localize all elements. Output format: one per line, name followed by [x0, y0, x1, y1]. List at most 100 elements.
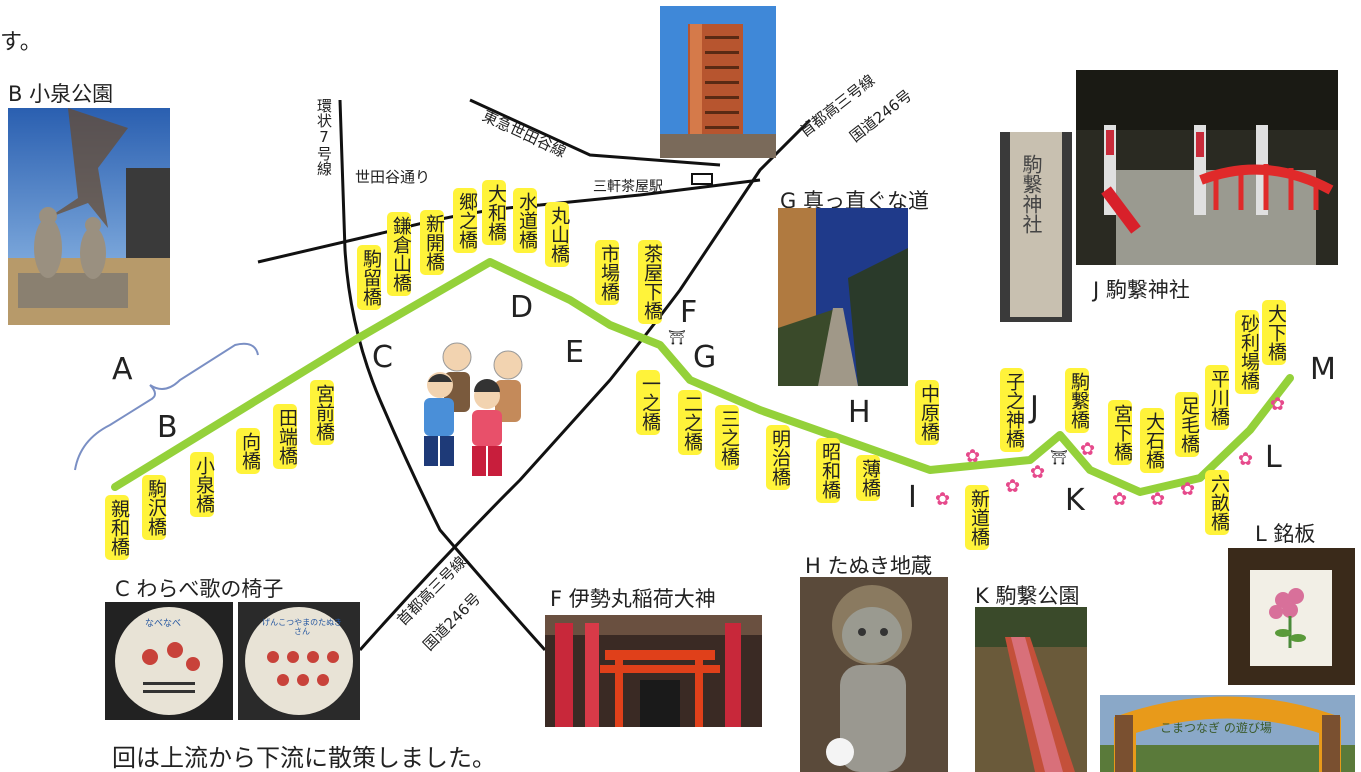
- chair-title: げんこつやまのたぬきさん: [262, 618, 342, 636]
- photo-komatsunagi-park: [975, 607, 1087, 772]
- bridge-label: 駒沢橋: [142, 475, 167, 540]
- sakura-icon: ✿: [1180, 479, 1195, 500]
- walkers-illustration: [424, 342, 523, 476]
- bridge-label: 丸山橋: [545, 202, 570, 267]
- bridge-label: 新道橋: [965, 485, 990, 550]
- point-letter: M: [1310, 352, 1336, 387]
- bridge-label: 昭和橋: [816, 438, 841, 503]
- bridge-label: 宮下橋: [1108, 400, 1133, 465]
- point-letter: J: [1030, 390, 1039, 425]
- photo-stone-pillar: 駒繋神社: [1000, 132, 1072, 322]
- label-station: 三軒茶屋駅: [593, 179, 663, 195]
- caption-c: C わらべ歌の椅子: [115, 577, 284, 601]
- photo-image: [778, 208, 908, 386]
- photo-image: [1100, 695, 1355, 772]
- caption-h: H たぬき地蔵: [805, 554, 933, 578]
- photo-image: [105, 602, 233, 720]
- sakura-icon: ✿: [1270, 394, 1285, 415]
- bridge-label: 駒繋橋: [1065, 368, 1090, 433]
- photo-koizumi-park: [8, 108, 170, 325]
- bottom-note: 回は上流から下流に散策しました。: [112, 744, 496, 772]
- photo-carrot-tower: [660, 6, 776, 158]
- label-kanjo7: 環状7号線: [315, 98, 333, 176]
- bridge-label: 水道橋: [513, 188, 538, 253]
- photo-inari-shrine: [545, 615, 762, 727]
- top-note: す。: [0, 30, 42, 55]
- station-icon: [691, 173, 713, 185]
- caption-k: K 駒繋公園: [975, 584, 1080, 608]
- bridge-label: 薄橋: [856, 455, 881, 501]
- river-path: [111, 258, 1294, 496]
- photo-image: [800, 577, 948, 772]
- photo-image: [238, 602, 360, 720]
- bridge-label: 子之神橋: [1000, 368, 1025, 452]
- photo-nameplate: [1228, 548, 1355, 685]
- arch-sign: こまつなぎ の遊び場: [1160, 721, 1272, 735]
- sakura-icon: ✿: [1112, 489, 1127, 510]
- road-kanjo7: [338, 99, 547, 652]
- photo-image: [8, 108, 170, 325]
- photo-chair-nabe: なべなべ: [105, 602, 233, 720]
- bridge-label: 大和橋: [482, 180, 507, 245]
- bridge-label: 市場橋: [595, 240, 620, 305]
- sakura-icon: ✿: [935, 489, 950, 510]
- caption-l: L 銘板: [1255, 522, 1316, 546]
- photo-chair-genkotsu: げんこつやまのたぬきさん: [238, 602, 360, 720]
- bridge-label: 宮前橋: [310, 380, 335, 445]
- bridge-label: 向橋: [236, 428, 261, 474]
- bridge-label: 新開橋: [420, 210, 445, 275]
- chair-title: なべなべ: [145, 619, 182, 629]
- photo-image: [1076, 70, 1338, 265]
- photo-image: [975, 607, 1087, 772]
- bridge-label: 一之橋: [636, 370, 661, 435]
- sakura-icon: ✿: [1150, 489, 1165, 510]
- road-setagaya-dori: [257, 178, 761, 264]
- bracket-a: [74, 342, 259, 471]
- point-letter: B: [157, 410, 178, 445]
- sakura-icon: ✿: [1080, 439, 1095, 460]
- photo-image: [1228, 548, 1355, 685]
- bridge-label: 駒留橋: [357, 245, 382, 310]
- bridge-label: 三之橋: [715, 405, 740, 470]
- point-letter: D: [510, 290, 534, 325]
- caption-j: J 駒繋神社: [1093, 278, 1190, 302]
- photo-image: [545, 615, 762, 727]
- bridge-label: 大石橋: [1140, 408, 1165, 473]
- photo-image: [660, 6, 776, 158]
- sakura-icon: ✿: [1030, 462, 1045, 483]
- torii-icon: ⛩: [668, 330, 686, 346]
- bridge-label: 親和橋: [105, 495, 130, 560]
- bridge-label: 郷之橋: [453, 188, 478, 253]
- photo-image: [1000, 132, 1072, 322]
- point-letter: E: [565, 335, 584, 370]
- point-letter: H: [848, 395, 871, 430]
- road-tokyu: [469, 98, 721, 167]
- bridge-label: 小泉橋: [190, 452, 215, 517]
- bridge-label: 明治橋: [766, 425, 791, 490]
- sakura-icon: ✿: [1005, 476, 1020, 497]
- sakura-icon: ✿: [1238, 449, 1253, 470]
- point-letter: I: [908, 480, 917, 515]
- point-letter: G: [693, 340, 717, 375]
- bridge-label: 平川橋: [1205, 365, 1230, 430]
- point-letter: L: [1265, 440, 1282, 475]
- sakura-icon: ✿: [965, 446, 980, 467]
- point-letter: K: [1065, 483, 1085, 518]
- caption-f: F 伊勢丸稲荷大神: [550, 587, 716, 611]
- bridge-label: 大下橋: [1262, 300, 1287, 365]
- bridge-label: 茶屋下橋: [638, 240, 663, 324]
- stone-inscription: 駒繋神社: [1019, 154, 1043, 234]
- point-letter: A: [112, 352, 133, 387]
- point-letter: F: [680, 295, 698, 330]
- photo-park-arch: こまつなぎ の遊び場: [1100, 695, 1355, 772]
- bridge-label: 六畝橋: [1205, 470, 1230, 535]
- bridge-label: 田端橋: [273, 404, 298, 469]
- label-setagaya-dori: 世田谷通り: [355, 168, 431, 186]
- bridge-label: 二之橋: [678, 390, 703, 455]
- torii-icon: ⛩: [1050, 450, 1068, 466]
- bridge-label: 砂利場橋: [1235, 310, 1260, 394]
- point-letter: C: [372, 340, 393, 375]
- caption-b: B 小泉公園: [8, 82, 114, 106]
- photo-tanuki-jizo: [800, 577, 948, 772]
